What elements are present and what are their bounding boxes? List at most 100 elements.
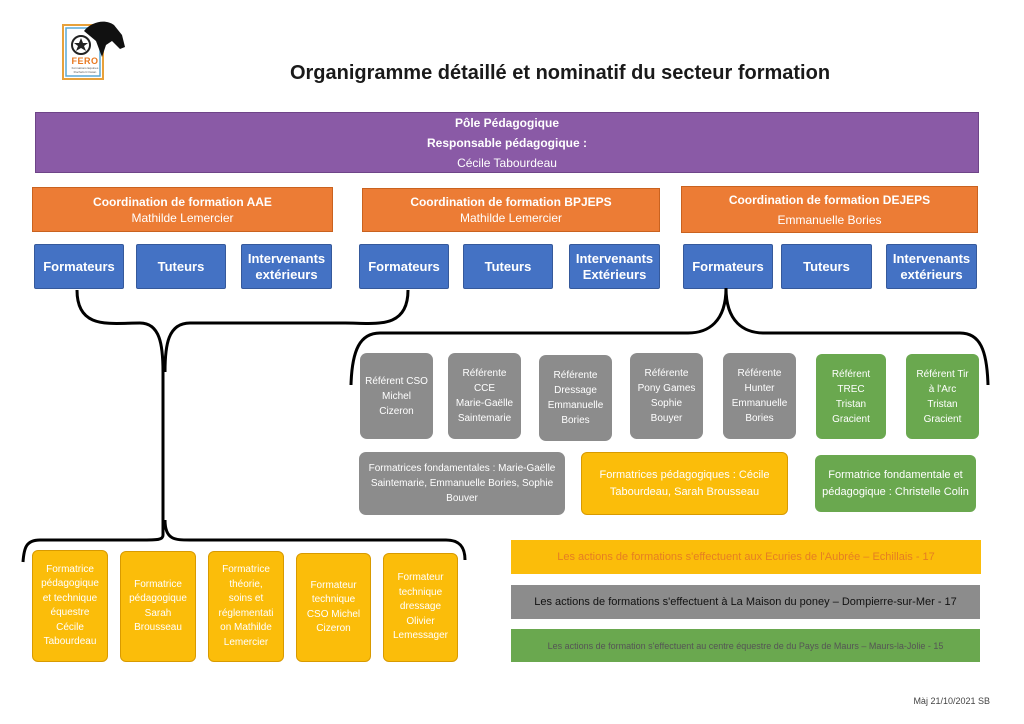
referent-line: Bories bbox=[745, 413, 774, 424]
coordination-title: Coordination de formation BPJEPS bbox=[410, 195, 612, 209]
right-bracket-right-arm bbox=[724, 287, 990, 386]
left-bracket bbox=[21, 289, 165, 563]
referent-line: CCE bbox=[473, 383, 496, 394]
page-title: Organigramme détaillé et nominatif du se… bbox=[289, 62, 831, 84]
referent-trec-box: Référent TREC Tristan Gracient bbox=[816, 354, 886, 439]
referent-line: Emmanuelle bbox=[547, 400, 604, 411]
trainer-line: théorie, bbox=[229, 578, 263, 590]
trainer-line: Tabourdeau bbox=[43, 636, 97, 647]
referent-line: Gracient bbox=[923, 413, 962, 425]
aae-trainer-box: Formatrice pédagogique Sarah Brousseau bbox=[120, 551, 196, 662]
group-line: Bouver bbox=[446, 493, 478, 504]
coordination-name: Mathilde Lemercier bbox=[131, 210, 234, 225]
formateurs-label: Formateurs bbox=[43, 259, 115, 274]
intervenants-label-2: extérieurs bbox=[255, 266, 318, 282]
referent-line: Emmanuelle bbox=[731, 398, 788, 409]
tuteurs-dejeps-box: Tuteurs bbox=[781, 244, 872, 289]
referent-pony-games-box: Référente Pony Games Sophie Bouyer bbox=[630, 353, 703, 439]
referent-line: Cizeron bbox=[379, 405, 414, 417]
trainer-line: équestre bbox=[50, 607, 90, 618]
trainer-line: Sarah bbox=[144, 607, 172, 619]
referent-line: Référent CSO bbox=[365, 375, 428, 387]
referent-line: Référente bbox=[462, 368, 507, 379]
trainer-line: technique bbox=[398, 586, 443, 598]
group-line: Formatrice fondamentale et bbox=[828, 468, 963, 481]
referent-cce-box: Référente CCE Marie-Gaëlle Saintemarie bbox=[448, 353, 521, 439]
location-text: Les actions de formations s'effectuent a… bbox=[557, 551, 935, 563]
intervenants-label: Intervenants bbox=[247, 250, 326, 266]
referent-line: Référente bbox=[553, 370, 598, 381]
update-date: Màj 21/10/2021 SB bbox=[913, 696, 990, 706]
trainer-line: Cizeron bbox=[316, 623, 351, 634]
referent-tir-arc-box: Référent Tir à l'Arc Tristan Gracient bbox=[906, 354, 979, 439]
referent-line: Tristan bbox=[835, 398, 867, 410]
left-bracket-right-arm bbox=[163, 289, 410, 373]
tuteurs-bpjeps-box: Tuteurs bbox=[463, 244, 553, 289]
formateurs-label: Formateurs bbox=[368, 259, 440, 274]
trainer-line: Formatrice bbox=[46, 563, 94, 575]
trainer-line: on Mathilde bbox=[220, 622, 272, 633]
referent-dressage-box: Référente Dressage Emmanuelle Bories bbox=[539, 355, 612, 441]
aae-trainer-box: Formatrice théorie, soins et réglementat… bbox=[208, 551, 284, 662]
trainer-line: soins et bbox=[228, 593, 264, 604]
referent-line: Bories bbox=[561, 415, 590, 426]
trainer-line: technique bbox=[311, 594, 356, 605]
formateurs-label: Formateurs bbox=[692, 259, 764, 274]
group-line: Formatrices pédagogiques : Cécile bbox=[599, 468, 770, 481]
referent-hunter-box: Référente Hunter Emmanuelle Bories bbox=[723, 353, 796, 439]
group-line: Saintemarie, Emmanuelle Bories, Sophie bbox=[370, 478, 554, 489]
trainer-line: Formateur bbox=[397, 572, 444, 584]
intervenants-label: Intervenants bbox=[575, 250, 654, 266]
location-text: Les actions de formations s'effectuent à… bbox=[534, 596, 957, 608]
referent-line: Gracient bbox=[832, 413, 870, 425]
tuteurs-label: Tuteurs bbox=[484, 259, 532, 274]
pole-title: Pôle Pédagogique bbox=[454, 115, 559, 130]
referent-cso-box: Référent CSO Michel Cizeron bbox=[360, 353, 433, 439]
trainer-line: Formatrice bbox=[134, 578, 182, 590]
trainer-line: Formatrice bbox=[222, 564, 270, 575]
trainer-line: Lemessager bbox=[392, 630, 449, 642]
formatrices-fondamentales-box: Formatrices fondamentales : Marie-Gaëlle… bbox=[359, 452, 565, 515]
referent-line: Sophie bbox=[650, 398, 683, 409]
horse-head-icon bbox=[62, 21, 125, 80]
intervenants-bpjeps-box: Intervenants Extérieurs bbox=[569, 244, 660, 289]
referent-line: Marie-Gaëlle bbox=[455, 398, 514, 409]
intervenants-label: Intervenants bbox=[892, 250, 971, 266]
group-line: pédagogique : Christelle Colin bbox=[822, 485, 969, 498]
intervenants-label-2: Extérieurs bbox=[582, 266, 647, 282]
pole-name: Cécile Tabourdeau bbox=[457, 155, 557, 170]
referent-line: Tristan bbox=[927, 398, 958, 410]
location-bar-echillais: Les actions de formations s'effectuent a… bbox=[511, 540, 981, 574]
location-text: Les actions de formation s'effectuent au… bbox=[547, 640, 944, 651]
trainer-line: dressage bbox=[399, 601, 442, 613]
formateurs-aae-box: Formateurs bbox=[34, 244, 124, 289]
right-bracket bbox=[349, 287, 728, 386]
formateurs-dejeps-box: Formateurs bbox=[683, 244, 773, 289]
aae-trainer-box: Formateur technique dressage Olivier Lem… bbox=[383, 553, 458, 662]
fero-logo: FERO Formations Equines Rochefort Océan bbox=[62, 19, 126, 81]
left-bracket-bottom bbox=[163, 519, 467, 561]
pole-role: Responsable pédagogique : bbox=[426, 135, 588, 150]
aae-trainer-box: Formateur technique CSO Michel Cizeron bbox=[296, 553, 371, 662]
coordination-dejeps-box: Coordination de formation DEJEPS Emmanue… bbox=[681, 186, 978, 233]
aae-trainer-box: Formatrice pédagogique et technique éque… bbox=[32, 550, 108, 662]
trainer-line: Formateur bbox=[310, 579, 357, 591]
referent-line: Pony Games bbox=[637, 383, 696, 394]
trainer-line: Brousseau bbox=[134, 622, 182, 633]
pole-pedagogique-box: Pôle Pédagogique Responsable pédagogique… bbox=[35, 112, 979, 173]
referent-line: Dressage bbox=[554, 385, 597, 396]
coordination-title: Coordination de formation DEJEPS bbox=[728, 192, 931, 207]
coordination-name: Emmanuelle Bories bbox=[777, 212, 882, 227]
referent-line: Bouyer bbox=[650, 413, 683, 424]
referent-line: Référente bbox=[644, 368, 689, 379]
coordination-name: Mathilde Lemercier bbox=[459, 211, 563, 225]
trainer-line: CSO Michel bbox=[306, 608, 361, 620]
referent-line: Hunter bbox=[744, 383, 775, 394]
referent-line: TREC bbox=[837, 383, 865, 395]
trainer-line: Lemercier bbox=[223, 636, 269, 648]
trainer-line: pédagogique bbox=[41, 578, 99, 589]
formateurs-bpjeps-box: Formateurs bbox=[359, 244, 449, 289]
trainer-line: et technique bbox=[42, 592, 98, 604]
formatrice-fondamentale-pedagogique-box: Formatrice fondamentale et pédagogique :… bbox=[815, 455, 976, 512]
